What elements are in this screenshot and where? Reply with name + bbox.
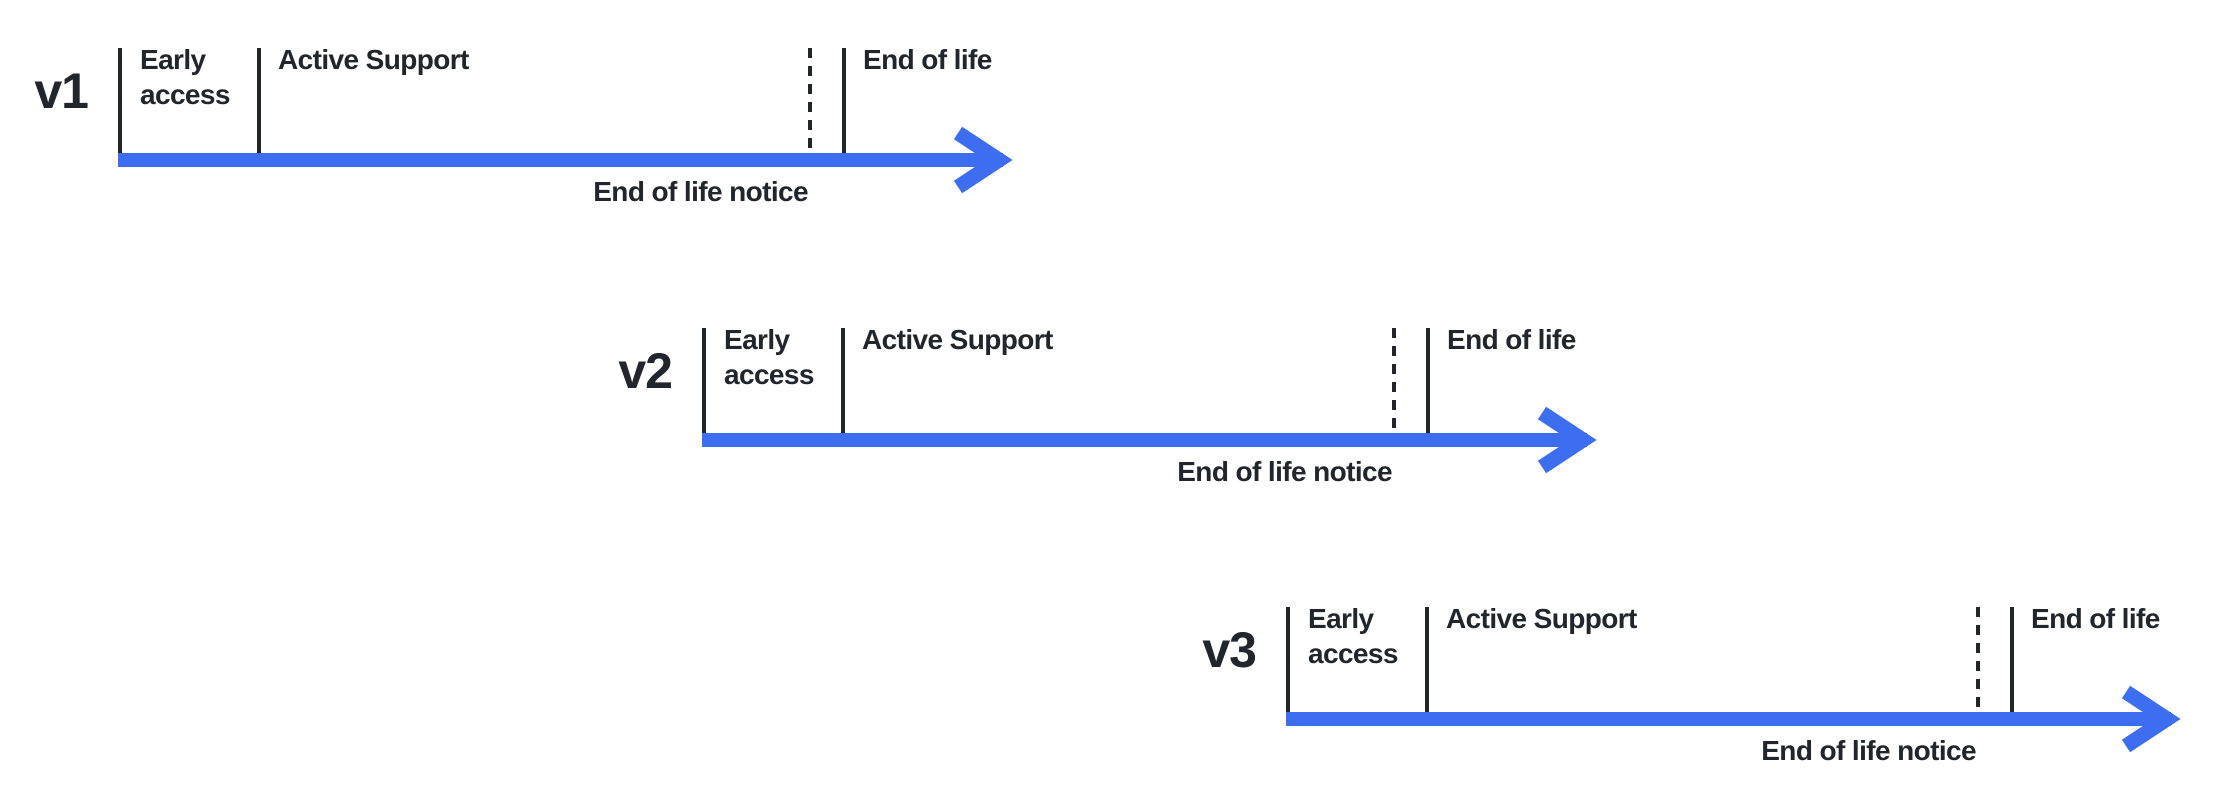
eol-notice-label: End of life notice xyxy=(593,176,808,207)
end-of-life-tick xyxy=(842,48,846,153)
end-of-life-tick xyxy=(2010,607,2014,712)
timeline-row-v2: v2 Early access Active Support End of li… xyxy=(584,324,1644,558)
phase-label-active-support: Active Support xyxy=(278,44,469,75)
phase-label-early-access: Early access xyxy=(724,324,814,390)
timeline-arrow-bar xyxy=(118,153,1003,167)
active-support-start-tick xyxy=(841,328,845,433)
timeline-start-tick xyxy=(702,328,706,433)
timeline-arrowhead-icon xyxy=(953,126,1013,194)
version-label: v2 xyxy=(618,343,673,399)
eol-notice-dashed-tick xyxy=(1392,328,1396,428)
timeline-arrow-bar xyxy=(1286,712,2171,726)
timeline-row-v3: v3 Early access Active Support End of li… xyxy=(1168,603,2228,812)
timeline-arrowhead-icon xyxy=(2121,685,2181,753)
active-support-start-tick xyxy=(1425,607,1429,712)
eol-notice-label: End of life notice xyxy=(1761,735,1976,766)
eol-notice-label: End of life notice xyxy=(1177,456,1392,487)
end-of-life-tick xyxy=(1426,328,1430,433)
timeline-start-tick xyxy=(1286,607,1290,712)
phase-label-early-access: Early access xyxy=(1308,603,1398,669)
phase-label-early-access: Early access xyxy=(140,44,230,110)
version-label: v1 xyxy=(34,63,89,119)
phase-label-active-support: Active Support xyxy=(1446,603,1637,634)
eol-notice-dashed-tick xyxy=(808,48,812,148)
phase-label-end-of-life: End of life xyxy=(2031,603,2160,634)
version-label: v3 xyxy=(1202,622,1257,678)
phase-label-end-of-life: End of life xyxy=(1447,324,1576,355)
eol-notice-dashed-tick xyxy=(1976,607,1980,707)
phase-label-active-support: Active Support xyxy=(862,324,1053,355)
timeline-row-v1: v1 Early access Active Support End of li… xyxy=(0,44,1060,278)
timeline-start-tick xyxy=(118,48,122,153)
active-support-start-tick xyxy=(257,48,261,153)
timeline-arrowhead-icon xyxy=(1537,406,1597,474)
phase-label-end-of-life: End of life xyxy=(863,44,992,75)
timeline-arrow-bar xyxy=(702,433,1587,447)
